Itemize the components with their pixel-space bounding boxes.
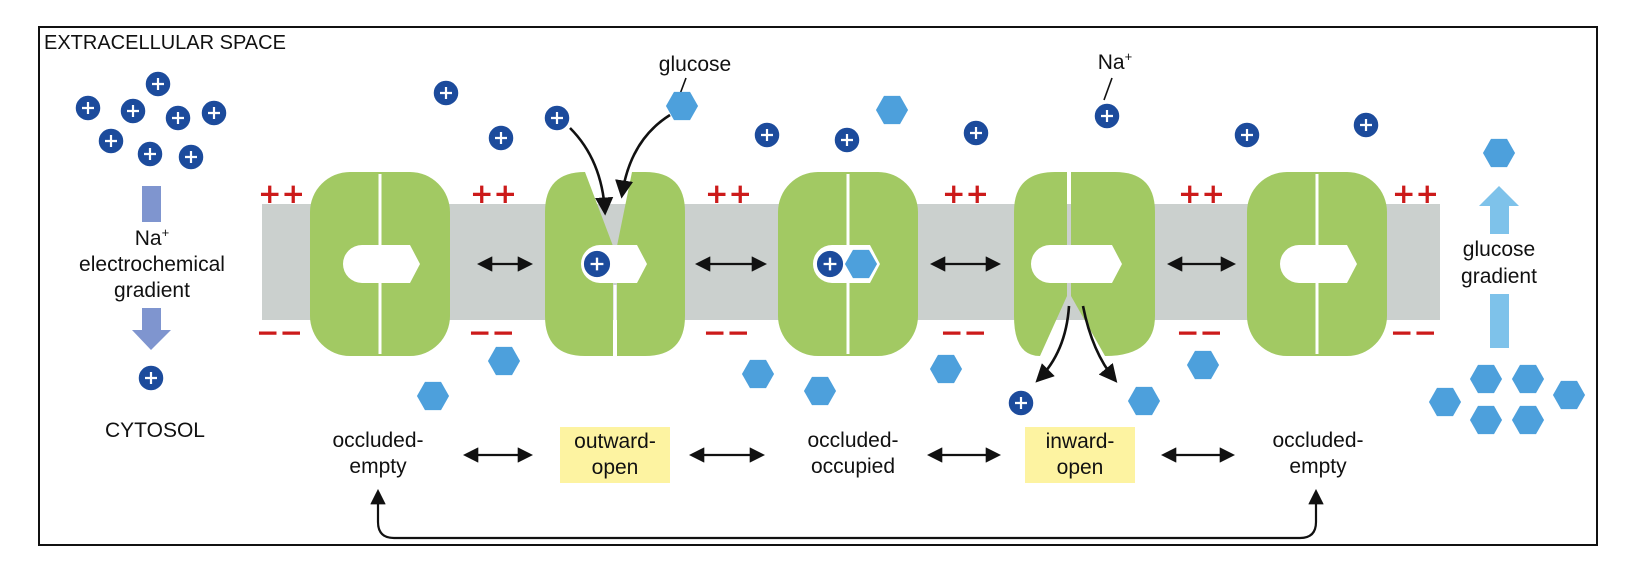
charge-minus: −− <box>468 316 515 349</box>
glucose-molecule <box>1428 387 1462 417</box>
sodium-ion <box>752 120 782 150</box>
charge-plus: ++ <box>705 177 752 210</box>
glucose-label: glucose <box>658 53 732 76</box>
cycle-return-arrow-icon <box>370 488 1324 540</box>
sodium-gradient-ion: Na+ <box>58 226 246 252</box>
sodium-ion <box>96 126 126 156</box>
sodium-ion <box>431 78 461 108</box>
binding-arrows <box>569 113 1118 383</box>
sodium-gradient-line2: gradient <box>114 279 190 302</box>
glucose-molecule <box>1482 138 1516 168</box>
transporter-occluded-empty <box>1247 172 1387 356</box>
sodium-ion <box>1351 110 1381 140</box>
glucose-pointer <box>679 77 687 95</box>
charge-minus: −− <box>1390 316 1437 349</box>
sodium-ion <box>163 103 193 133</box>
state-inward-open: inward- open <box>1025 427 1135 483</box>
sodium-charge: + <box>1124 49 1133 64</box>
sodium-gradient-charge: + <box>161 225 170 240</box>
charge-plus: ++ <box>1178 177 1225 210</box>
sodium-label: Na+ <box>1085 50 1145 76</box>
state-outward-open: outward- open <box>560 427 670 483</box>
state-occluded-empty: occluded- empty <box>1243 428 1393 480</box>
glucose-release-arrow-icon <box>1081 305 1118 383</box>
transporter-occluded-empty <box>310 172 450 356</box>
sodium-ion <box>832 125 862 155</box>
glucose-gradient-line2: gradient <box>1461 265 1537 288</box>
sodium-ion <box>73 93 103 123</box>
charge-minus: −− <box>940 316 987 349</box>
glucose-molecule <box>1511 405 1545 435</box>
state-line2: empty <box>1289 455 1347 478</box>
sodium-ion <box>961 118 991 148</box>
glucose-molecule <box>1552 380 1586 410</box>
transporter-occluded-occupied <box>778 172 918 356</box>
state-line1: occluded- <box>332 429 424 452</box>
charge-plus: ++ <box>942 177 989 210</box>
sodium-binding-arrow-icon <box>569 127 614 216</box>
glucose-molecule <box>741 359 775 389</box>
charge-minus: −− <box>703 316 750 349</box>
state-line2: empty <box>349 455 407 478</box>
sodium-gradient-symbol: Na <box>134 227 162 250</box>
sodium-ion <box>135 139 165 169</box>
glucose-molecule <box>487 346 521 376</box>
sodium-ion <box>199 98 229 128</box>
sodium-ion <box>542 103 572 133</box>
state-line2: open <box>1056 456 1104 479</box>
sodium-ion <box>143 69 173 99</box>
state-occluded-empty: occluded- empty <box>303 428 453 480</box>
glucose-gradient-label: glucose gradient <box>1444 236 1554 290</box>
glucose-molecule <box>1469 364 1503 394</box>
glucose-gradient-arrow <box>1479 186 1519 348</box>
sodium-gradient-label: Na+ electrochemical gradient <box>58 226 246 304</box>
diagram-frame <box>38 26 1598 546</box>
glucose-molecule <box>665 91 699 121</box>
sodium-release-arrow-icon <box>1035 305 1071 383</box>
sodium-gradient-line1: electrochemical <box>79 253 225 276</box>
glucose-molecule <box>1469 405 1503 435</box>
sodium-ion <box>1006 388 1036 418</box>
glucose-molecule <box>875 95 909 125</box>
state-line2: occupied <box>810 455 896 478</box>
glucose-molecule <box>1127 386 1161 416</box>
sodium-symbol: Na <box>1097 51 1125 74</box>
sodium-ion <box>814 248 846 280</box>
state-line1: occluded- <box>1272 429 1364 452</box>
sodium-ion <box>1092 101 1122 131</box>
glucose-molecule <box>1186 350 1220 380</box>
cytosol-label: CYTOSOL <box>105 419 205 442</box>
state-line2: open <box>591 456 639 479</box>
glucose-molecule <box>803 376 837 406</box>
charge-plus: ++ <box>470 177 517 210</box>
charge-minus: −− <box>1176 316 1223 349</box>
charge-minus: −− <box>256 316 303 349</box>
sodium-ion <box>136 363 166 393</box>
glucose-binding-arrow-icon <box>615 113 671 199</box>
sodium-pointer <box>1103 77 1113 101</box>
state-line1: occluded- <box>807 429 899 452</box>
sodium-ion <box>581 248 613 280</box>
glucose-molecule <box>416 381 450 411</box>
sodium-ion <box>118 96 148 126</box>
charge-plus: ++ <box>1392 177 1439 210</box>
extracellular-space-label: EXTRACELLULAR SPACE <box>44 32 286 54</box>
state-line1: outward- <box>574 430 656 453</box>
glucose-molecule <box>1511 364 1545 394</box>
state-occluded-occupied: occluded- occupied <box>773 428 933 480</box>
sodium-ion <box>176 142 206 172</box>
sodium-gradient-arrow <box>132 186 171 350</box>
glucose-gradient-line1: glucose <box>1462 238 1536 261</box>
transporter-outward-open <box>545 172 685 356</box>
sodium-ion <box>1232 120 1262 150</box>
sodium-ion <box>486 123 516 153</box>
glucose-molecule <box>929 354 963 384</box>
transition-arrows-labels <box>370 447 1324 540</box>
state-line1: inward- <box>1045 430 1115 453</box>
charge-plus: ++ <box>258 177 305 210</box>
transporter-inward-open <box>1014 172 1155 356</box>
membrane-charges: ++ ++ ++ ++ ++ ++ −− −− −− −− −− −− <box>256 177 1439 349</box>
